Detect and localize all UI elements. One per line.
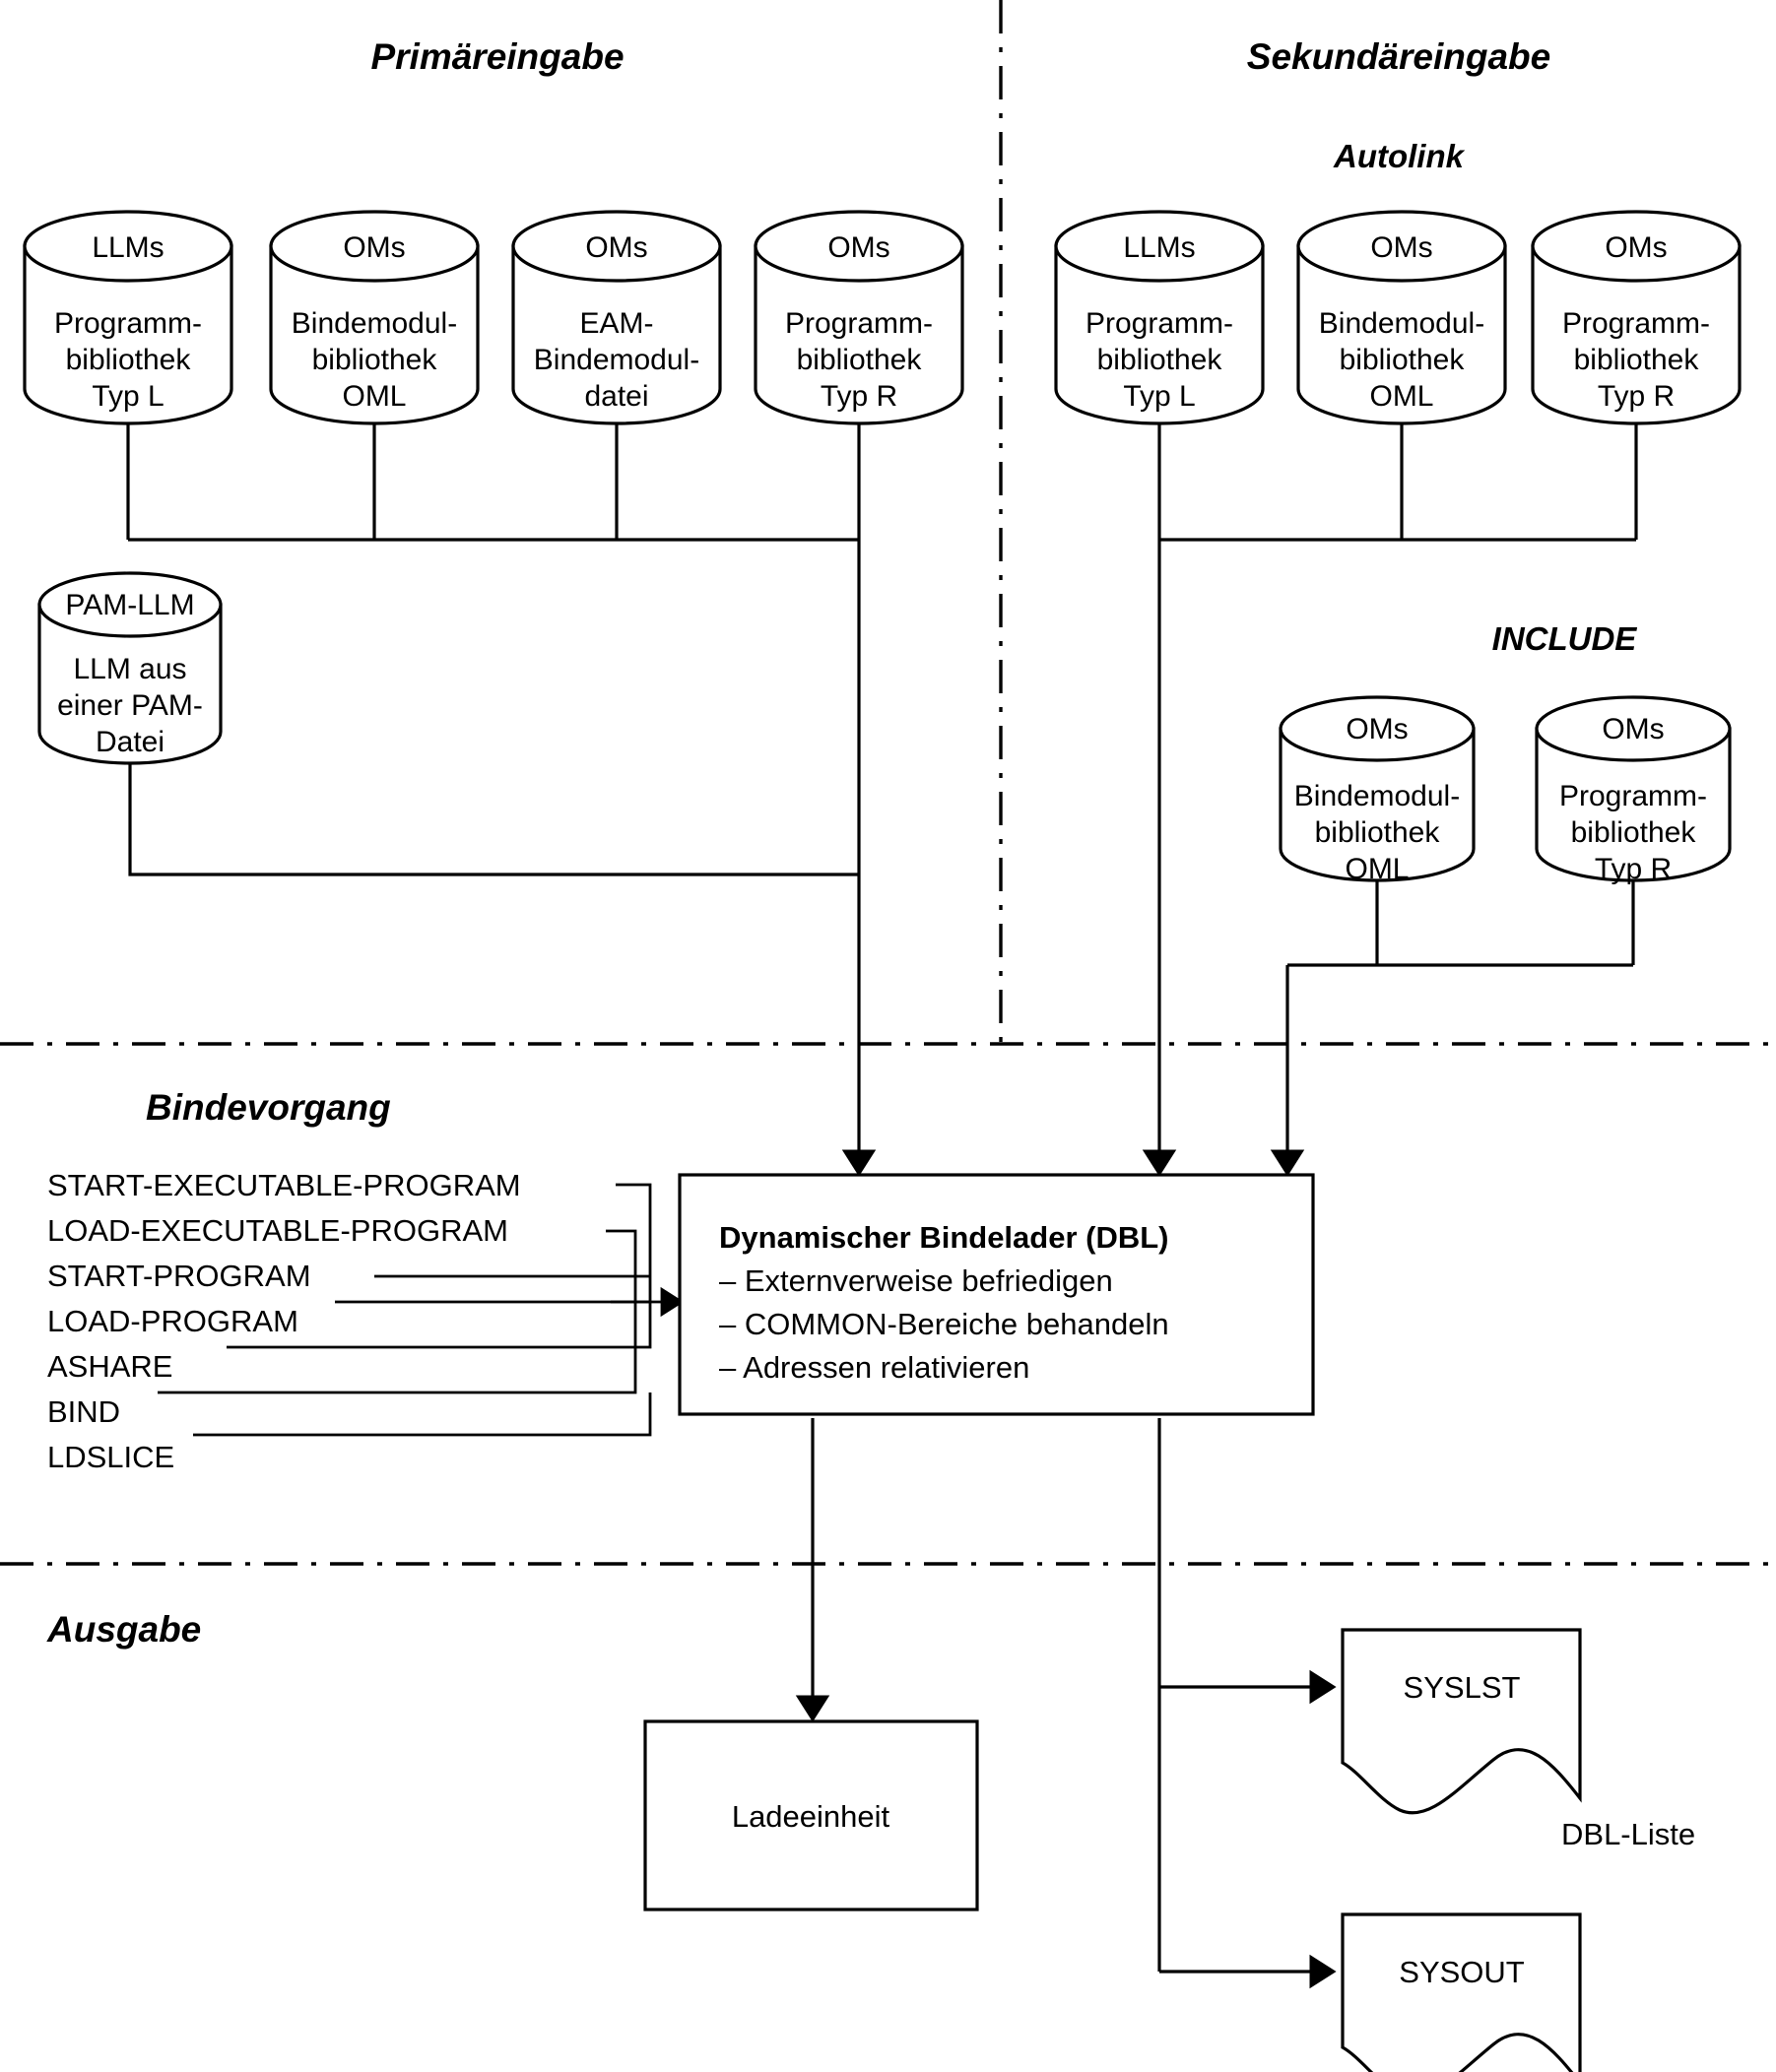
cylinder-body-line-1: Bindemodul- [1319, 307, 1484, 340]
sysout-document[interactable]: SYSOUT [1341, 1912, 1582, 2072]
cylinder-body-line-1: EAM- [580, 307, 654, 340]
cylinder-body-line-2: bibliothek [1574, 344, 1700, 376]
primary-connectors [126, 423, 877, 1177]
cylinder-body-line-3: datei [584, 380, 648, 413]
cylinder-body-line-3: Typ L [92, 380, 164, 413]
command-item-6[interactable]: LDSLICE [47, 1440, 174, 1474]
cylinder-body-line-1: LLM aus [73, 653, 186, 685]
ausgabe-title: Ausgabe [46, 1609, 201, 1650]
cylinder-body-line-3: OML [342, 380, 406, 413]
cylinder-top-label: OMs [585, 231, 647, 264]
dbl-bullet-2: – Adressen relativieren [719, 1350, 1029, 1385]
include-connectors [1270, 880, 1635, 1177]
cylinder-body-line-2: bibliothek [1340, 344, 1466, 376]
cylinder-body-line-2: einer PAM- [57, 689, 203, 722]
output-connectors [795, 1418, 1337, 1989]
primary-source-cylinder-oml[interactable]: OMs Bindemodul- bibliothek OML [269, 210, 480, 425]
cylinder-body-line-2: bibliothek [312, 344, 438, 376]
command-item-4[interactable]: ASHARE [47, 1349, 172, 1384]
load-unit-box[interactable]: Ladeeinheit [643, 1719, 979, 1911]
primary-source-cylinder-typr[interactable]: OMs Programm- bibliothek Typ R [754, 210, 964, 425]
cylinder-body-line-3: Typ R [1598, 380, 1675, 413]
autolink-connectors [1142, 423, 1638, 1177]
command-connectors [158, 1183, 685, 1437]
command-item-5[interactable]: BIND [47, 1394, 120, 1429]
cylinder-top-label: OMs [343, 231, 405, 264]
autolink-title: Autolink [1333, 138, 1466, 174]
cylinder-body-line-3: Typ R [1595, 853, 1672, 885]
command-item-3[interactable]: LOAD-PROGRAM [47, 1304, 298, 1338]
primary-input-title: Primäreingabe [370, 36, 624, 77]
dbl-box[interactable]: Dynamischer Bindelader (DBL) – Externver… [678, 1173, 1315, 1416]
section-dividers [0, 0, 1776, 1566]
cylinder-body-line-2: bibliothek [66, 344, 192, 376]
cylinder-top-label: LLMs [92, 231, 164, 264]
syslst-label: SYSLST [1404, 1670, 1521, 1705]
primary-source-cylinder-eam[interactable]: OMs EAM- Bindemodul- datei [511, 210, 722, 425]
dbl-liste-label: DBL-Liste [1561, 1817, 1695, 1851]
dbl-heading: Dynamischer Bindelader (DBL) [719, 1220, 1169, 1255]
cylinder-body-line-1: Bindemodul- [292, 307, 457, 340]
cylinder-body-line-3: Typ L [1123, 380, 1195, 413]
autolink-cylinder-oml[interactable]: OMs Bindemodul- bibliothek OML [1296, 210, 1507, 425]
sysout-label: SYSOUT [1399, 1955, 1525, 1989]
cylinder-body-line-2: bibliothek [797, 344, 923, 376]
cylinder-top-label: OMs [1370, 231, 1432, 264]
cylinder-top-label: LLMs [1123, 231, 1195, 264]
cylinder-top-label: OMs [1605, 231, 1667, 264]
command-item-1[interactable]: LOAD-EXECUTABLE-PROGRAM [47, 1213, 508, 1248]
cylinder-body-line-3: Typ R [821, 380, 897, 413]
cylinder-top-label: OMs [1602, 713, 1664, 745]
include-title: INCLUDE [1492, 620, 1638, 657]
load-unit-label: Ladeeinheit [732, 1799, 890, 1834]
pam-llm-cylinder[interactable]: PAM-LLM LLM aus einer PAM- Datei [37, 571, 223, 765]
cylinder-body-line-1: Programm- [1085, 307, 1233, 340]
cylinder-body-line-2: bibliothek [1315, 816, 1441, 849]
cylinder-body-line-1: Programm- [54, 307, 202, 340]
dbl-bullet-0: – Externverweise befriedigen [719, 1263, 1113, 1298]
cylinder-body-line-1: Bindemodul- [1294, 780, 1460, 812]
autolink-cylinder-llms[interactable]: LLMs Programm- bibliothek Typ L [1054, 210, 1265, 425]
secondary-input-title: Sekundäreingabe [1247, 36, 1550, 77]
command-list: START-EXECUTABLE-PROGRAM LOAD-EXECUTABLE… [47, 1168, 521, 1474]
autolink-cylinder-typr[interactable]: OMs Programm- bibliothek Typ R [1531, 210, 1742, 425]
cylinder-body-line-1: Programm- [1562, 307, 1710, 340]
cylinder-body-line-2: Bindemodul- [534, 344, 699, 376]
cylinder-body-line-3: OML [1345, 853, 1409, 885]
cylinder-top-label: PAM-LLM [65, 589, 194, 621]
command-item-2[interactable]: START-PROGRAM [47, 1259, 311, 1293]
primary-source-cylinder-llms[interactable]: LLMs Programm- bibliothek Typ L [23, 210, 233, 425]
cylinder-body-line-3: OML [1369, 380, 1433, 413]
cylinder-body-line-2: bibliothek [1571, 816, 1697, 849]
cylinder-top-label: OMs [1346, 713, 1408, 745]
command-item-0[interactable]: START-EXECUTABLE-PROGRAM [47, 1168, 521, 1202]
cylinder-body-line-1: Programm- [1559, 780, 1707, 812]
include-cylinder-typr[interactable]: OMs Programm- bibliothek Typ R [1535, 695, 1732, 885]
bindevorgang-title: Bindevorgang [146, 1087, 391, 1128]
cylinder-body-line-3: Datei [96, 726, 164, 758]
include-cylinder-oml[interactable]: OMs Bindemodul- bibliothek OML [1279, 695, 1476, 885]
cylinder-top-label: OMs [827, 231, 889, 264]
cylinder-body-line-1: Programm- [785, 307, 933, 340]
syslst-document[interactable]: SYSLST [1341, 1628, 1582, 1815]
cylinder-body-line-2: bibliothek [1097, 344, 1223, 376]
dbl-bullet-1: – COMMON-Bereiche behandeln [719, 1307, 1169, 1341]
